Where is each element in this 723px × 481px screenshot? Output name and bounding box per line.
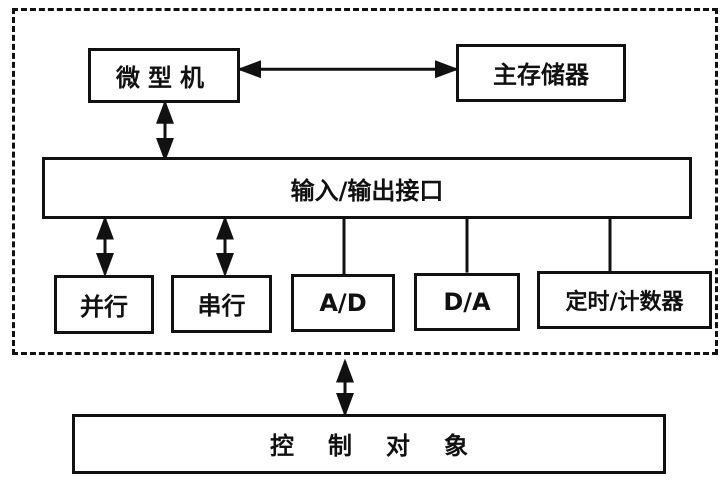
da-label: D/A xyxy=(443,287,491,316)
parallel-label: 并行 xyxy=(80,293,128,322)
io-interface-label: 输入/输出接口 xyxy=(290,176,444,205)
main-memory-box: 主存储器 xyxy=(456,43,626,103)
parallel-box: 并行 xyxy=(54,275,154,334)
da-converter-box: D/A xyxy=(414,272,520,331)
microcomputer-box: 微型机 xyxy=(88,48,240,104)
control-object-box: 控制对象 xyxy=(72,413,666,474)
ad-converter-box: A/D xyxy=(291,274,395,333)
serial-label: 串行 xyxy=(197,292,246,321)
control-object-label: 控制对象 xyxy=(270,432,502,461)
timer-counter-box: 定时/计数器 xyxy=(537,271,712,330)
computer-system-boundary xyxy=(12,8,718,355)
microcomputer-label: 微型机 xyxy=(116,64,212,93)
serial-box: 串行 xyxy=(171,274,272,334)
main-memory-label: 主存储器 xyxy=(493,61,589,90)
timer-counter-label: 定时/计数器 xyxy=(565,290,684,316)
ad-label: A/D xyxy=(319,289,367,318)
io-interface-box: 输入/输出接口 xyxy=(42,157,692,219)
